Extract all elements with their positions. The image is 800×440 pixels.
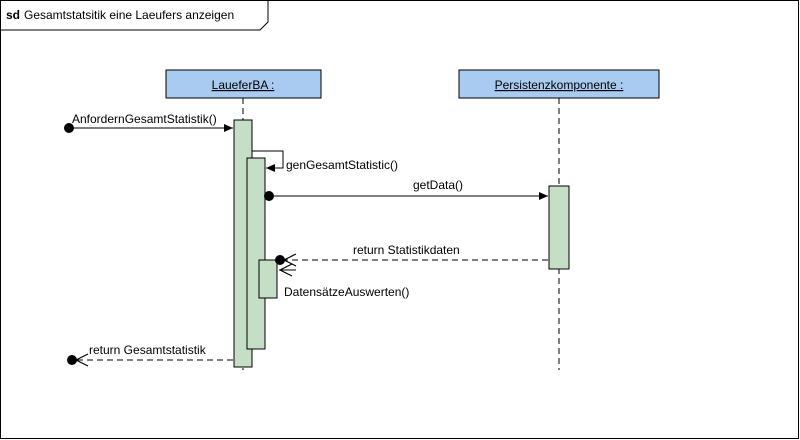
message-getdata-label: getData()	[413, 178, 463, 192]
frame-label-box	[0, 0, 269, 31]
activation-laeuferba-inner	[258, 259, 278, 299]
activation-laeuferba-nested	[246, 157, 266, 350]
message-auswerten-label: DatensätzeAuswerten()	[284, 285, 409, 299]
return-gesamt-dot	[67, 355, 77, 365]
message-gen-label: genGesamtStatistic()	[286, 158, 398, 172]
message-gen-line	[252, 150, 284, 172]
message-auswerten-arrowhead	[278, 263, 293, 277]
lifeline-persistenz-label: Persistenzkomponente :	[495, 78, 624, 92]
lifeline-laeuferba-head[interactable]	[165, 69, 322, 99]
message-return-gesamt-label: return Gesamtstatistik	[89, 343, 207, 357]
return-statistik-dot	[275, 255, 285, 265]
lifeline-persistenz-head[interactable]	[458, 69, 660, 99]
message-return-statistik-label: return Statistikdaten	[353, 243, 460, 257]
message-anfordern-label: AnfordernGesamtStatistik()	[72, 112, 217, 126]
frame-keyword: sd	[6, 8, 20, 22]
return-gesamt-arrowhead	[74, 353, 89, 367]
frame-title: Gesamtstatsitik eine Laeufers anzeigen	[24, 8, 234, 22]
lifeline-laeuferba-label: LaueferBA :	[212, 78, 275, 92]
activation-persistenz	[548, 185, 570, 270]
